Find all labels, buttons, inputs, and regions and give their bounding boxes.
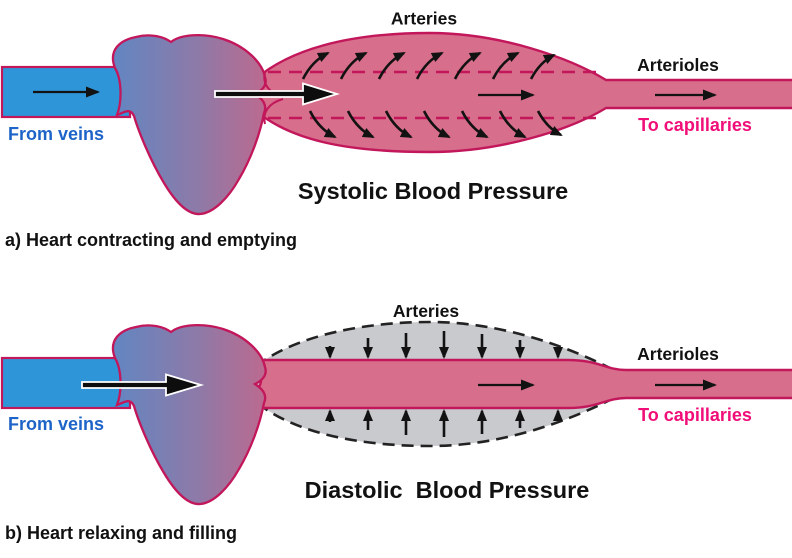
artery-bulge-expanded: [238, 31, 792, 154]
panel-systolic: Arteries Arterioles From veins To capill…: [0, 9, 792, 250]
heart-ejection-arrow: [214, 82, 341, 106]
aorta-junction-curl-bottom: [263, 98, 284, 125]
arteries-label: Arteries: [393, 301, 459, 321]
heart-shape: [111, 323, 267, 506]
from-veins-label: From veins: [8, 124, 104, 144]
caption-b: b) Heart relaxing and filling: [5, 523, 237, 543]
recoil-arrows-inward: [325, 331, 563, 437]
arterioles-label: Arterioles: [637, 55, 719, 75]
panel-diastolic: Arteries Arterioles From veins To capill…: [0, 301, 792, 543]
heart-filling-arrow: [81, 373, 205, 397]
heart-shape: [111, 34, 267, 216]
expansion-arrows-outward: [301, 51, 563, 139]
to-capillaries-label: To capillaries: [638, 115, 752, 135]
diastolic-title: Diastolic Blood Pressure: [305, 477, 590, 503]
systolic-title: Systolic Blood Pressure: [298, 178, 568, 204]
caption-a: a) Heart contracting and emptying: [5, 230, 297, 250]
to-capillaries-label: To capillaries: [638, 405, 752, 425]
from-veins-label: From veins: [8, 414, 104, 434]
arterioles-label: Arterioles: [637, 344, 719, 364]
arteries-label: Arteries: [391, 9, 457, 29]
